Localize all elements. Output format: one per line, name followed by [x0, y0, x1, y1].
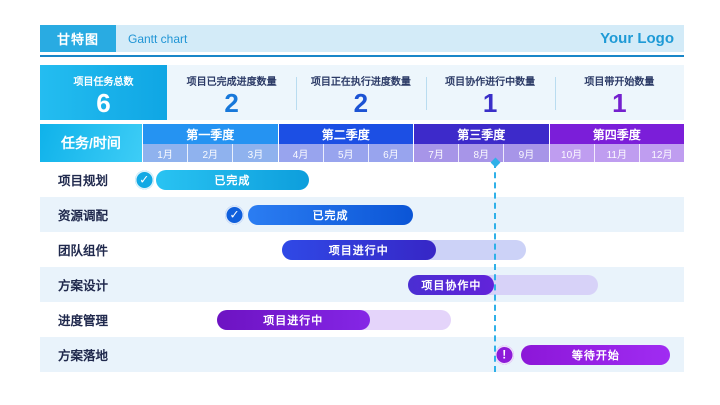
stat-card: 项目已完成进度数量 2: [167, 65, 296, 120]
task-track: 已完成✓: [134, 162, 684, 197]
month-cell: 11月: [593, 144, 639, 162]
stat-card: 项目协作进行中数量 1: [425, 65, 555, 120]
gantt-task-row: 团队组件 项目进行中: [40, 232, 684, 267]
today-marker-line: [490, 157, 501, 372]
month-cell: 9月: [503, 144, 549, 162]
stat-card: 项目任务总数 6: [40, 65, 167, 120]
stat-label: 项目正在执行进度数量: [310, 77, 411, 88]
gantt-body: 项目规划 已完成✓ 资源调配 已完成✓ 团队组件 项目进行中 方案设计 项目协作…: [40, 157, 684, 372]
quarter-label: 第一季度: [143, 124, 278, 144]
progress-bar: 项目协作中: [408, 274, 495, 295]
warning-badge-icon: !: [494, 345, 514, 364]
stat-value: 2: [353, 88, 369, 118]
quarter-label: 第二季度: [278, 124, 413, 144]
check-badge-icon: ✓: [134, 170, 154, 189]
stat-label: 项目任务总数: [73, 77, 134, 88]
gantt-task-row: 资源调配 已完成✓: [40, 197, 684, 232]
month-cell: 2月: [187, 144, 233, 162]
task-name: 团队组件: [58, 244, 109, 258]
stats-row: 项目任务总数 6 项目已完成进度数量 2 项目正在执行进度数量 2 项目协作进行…: [40, 65, 684, 120]
stat-label: 项目协作进行中数量: [445, 77, 536, 88]
stat-value: 1: [612, 88, 627, 118]
month-cell: 6月: [367, 144, 414, 162]
stat-value: 6: [96, 88, 111, 118]
task-name: 进度管理: [58, 314, 109, 328]
task-name: 资源调配: [58, 209, 109, 223]
month-cell: 1月: [143, 144, 188, 162]
gantt-task-row: 进度管理 项目进行中: [40, 302, 684, 337]
task-track: 项目协作中: [142, 267, 684, 302]
check-badge-icon: ✓: [225, 205, 245, 224]
gantt-task-row: 方案设计 项目协作中: [40, 267, 684, 302]
month-cell: 4月: [278, 144, 323, 162]
stat-value: 2: [224, 88, 239, 118]
task-track: 项目进行中: [142, 232, 684, 267]
slide-content: 甘特图 Gantt chart Your Logo 项目任务总数 6 项目已完成…: [40, 25, 685, 372]
progress-bar: 等待开始: [521, 344, 671, 365]
task-name: 方案落地: [58, 349, 109, 363]
page-header: 甘特图 Gantt chart Your Logo: [40, 25, 684, 52]
gantt-corner-label: 任务/时间: [40, 124, 142, 162]
task-track: 已完成✓: [142, 197, 684, 232]
stat-label: 项目已完成进度数量: [186, 77, 277, 88]
quarter-label: 第三季度: [414, 124, 549, 144]
header-subtitle: Gantt chart: [128, 31, 188, 46]
gantt-task-row: 项目规划 已完成✓: [40, 162, 684, 197]
task-name: 方案设计: [58, 279, 109, 293]
task-name: 项目规划: [58, 174, 109, 188]
gantt-task-row: 方案落地 等待开始!: [40, 337, 684, 372]
stat-card: 项目正在执行进度数量 2: [296, 65, 425, 120]
progress-bar: 已完成: [155, 169, 310, 190]
progress-bar: 项目进行中: [282, 239, 436, 260]
progress-bar: 已完成: [248, 204, 413, 225]
month-cell: 10月: [549, 144, 594, 162]
quarter-label: 第四季度: [549, 124, 684, 144]
month-cell: 12月: [638, 144, 685, 162]
stat-value: 1: [482, 88, 498, 118]
header-divider: [40, 55, 684, 57]
page-title: 甘特图: [40, 25, 116, 52]
month-cell: 7月: [414, 144, 459, 162]
month-cell: 3月: [232, 144, 278, 162]
progress-bar: 项目进行中: [216, 309, 371, 330]
month-cell: 5月: [322, 144, 368, 162]
month-cell: 8月: [458, 144, 504, 162]
stat-label: 项目带开始数量: [584, 77, 655, 88]
task-track: 等待开始!: [142, 337, 684, 372]
stat-card: 项目带开始数量 1: [554, 65, 684, 120]
logo-text: Your Logo: [600, 30, 674, 47]
header-strip: Gantt chart Your Logo: [116, 25, 684, 52]
task-track: 项目进行中: [142, 302, 684, 337]
